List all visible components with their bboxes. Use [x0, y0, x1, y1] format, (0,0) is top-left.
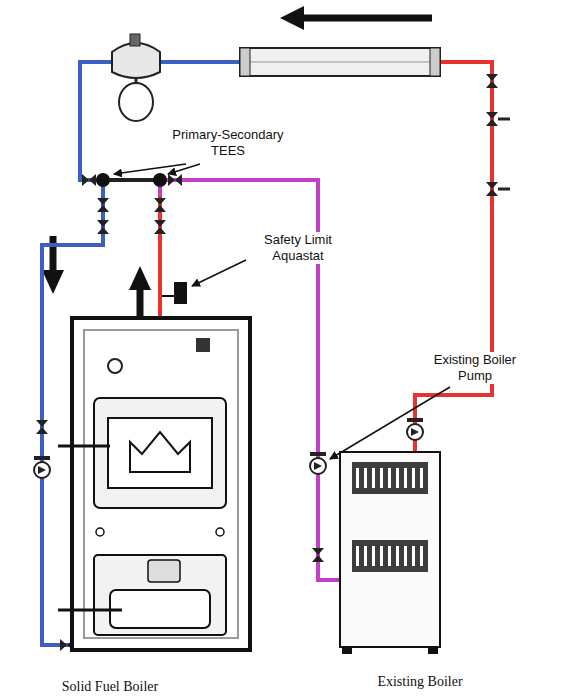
tee-pipe	[103, 178, 160, 182]
boiler-grille	[352, 462, 428, 494]
existing-boiler	[340, 452, 440, 647]
boiler-grille	[352, 540, 428, 572]
grille-slots	[356, 546, 424, 566]
leader-line	[330, 387, 450, 459]
flow-arrow	[137, 286, 144, 316]
callout-label: Primary-Secondary TEES	[163, 127, 293, 159]
flame-symbol	[130, 432, 190, 472]
pump-symbol	[38, 466, 46, 474]
valve-symbol	[486, 182, 498, 196]
aquastat-box	[174, 282, 187, 304]
flow-arrow	[50, 236, 57, 272]
boiler-leg	[342, 647, 352, 654]
valve-symbol	[486, 112, 498, 126]
door-window	[108, 418, 212, 488]
baseboard-radiator	[240, 48, 440, 76]
tee-fitting	[96, 173, 110, 187]
ash-pan	[110, 590, 210, 628]
callout-label: Existing Boiler Pump	[420, 352, 530, 384]
valve-symbol	[154, 220, 166, 234]
flow-arrow	[42, 270, 64, 294]
pump-symbol	[314, 462, 322, 470]
radiator-fin	[250, 62, 430, 63]
drain-stub	[498, 188, 510, 191]
return-pipe	[160, 60, 240, 64]
valve-symbol	[486, 74, 498, 88]
valve-symbol	[97, 198, 109, 212]
leader-line	[168, 164, 200, 174]
boiler-jacket	[84, 330, 238, 638]
fire-door	[94, 398, 226, 508]
valve-symbol	[154, 198, 166, 212]
flow-arrow	[280, 6, 304, 30]
return-pipe	[80, 62, 112, 180]
blower-unit	[148, 560, 180, 582]
boiler-bolt	[216, 528, 224, 536]
valve-symbol	[36, 420, 48, 434]
air-vent	[130, 34, 140, 46]
flow-arrow	[129, 266, 151, 290]
radiator-cap	[240, 48, 250, 76]
tee-fitting	[153, 173, 167, 187]
boiler-label: Solid Fuel Boiler	[62, 678, 158, 695]
flow-arrow	[300, 15, 432, 22]
callout-label: Safety Limit Aquastat	[248, 232, 348, 264]
solid-fuel-boiler	[72, 318, 250, 650]
air-separator	[112, 43, 160, 78]
boiler-bolt	[96, 528, 104, 536]
valve-symbol	[97, 220, 109, 234]
pump-symbol	[411, 428, 419, 436]
riser-pipe	[158, 196, 162, 318]
radiator-cap	[430, 48, 440, 76]
door-handle	[58, 609, 122, 612]
leader-line	[192, 260, 246, 286]
circulator-pump	[310, 458, 326, 474]
circulator-pump	[34, 462, 50, 478]
grille-slots	[356, 468, 424, 488]
valve-symbol	[82, 174, 96, 186]
pump-flange	[34, 456, 50, 460]
boiler-label: Existing Boiler	[377, 673, 462, 690]
circulator-pump	[407, 424, 423, 440]
supply-pipe	[415, 62, 492, 452]
expansion-tank	[119, 83, 153, 121]
pump-flange	[310, 452, 326, 456]
aquastat-probe	[162, 295, 174, 297]
door-handle	[58, 445, 110, 448]
boiler-box: Solid Fuel Boiler	[72, 318, 250, 650]
valve-symbol	[168, 174, 182, 186]
boiler-gauge	[196, 338, 210, 352]
drain-stub	[498, 118, 510, 121]
valve-symbol	[312, 548, 324, 562]
boiler-leg	[428, 647, 438, 654]
draft-control	[108, 359, 122, 373]
pump-flange	[407, 418, 423, 422]
ash-door	[94, 555, 226, 635]
boiler-box: Existing Boiler	[340, 452, 440, 647]
